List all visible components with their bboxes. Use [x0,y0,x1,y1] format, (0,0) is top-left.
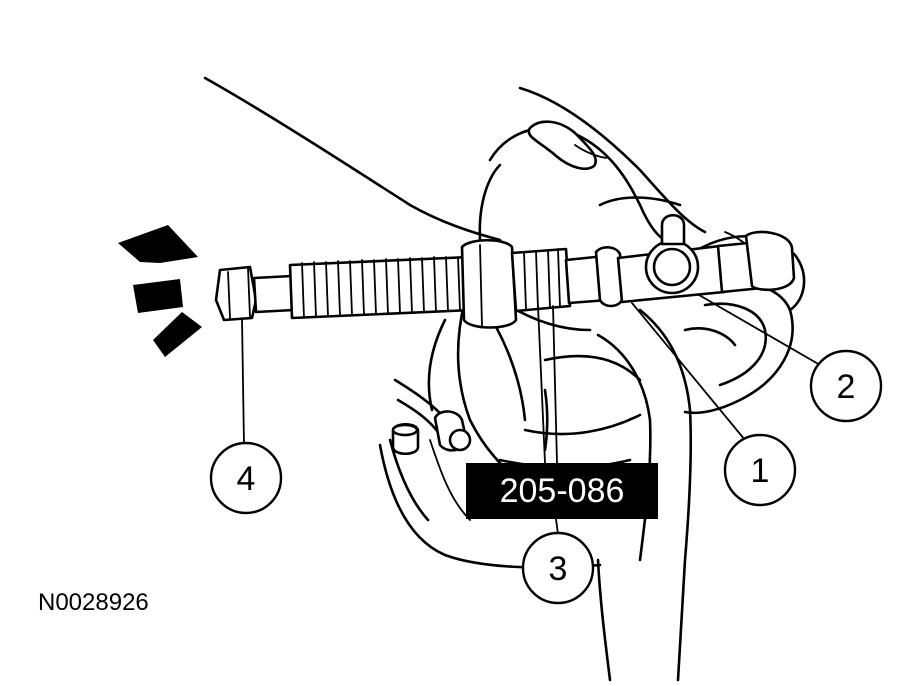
lower-mount [378,378,612,682]
callout-4: 4 [209,441,283,515]
svg-text:4: 4 [237,460,256,498]
callout-1: 1 [723,433,797,507]
svg-text:2: 2 [837,368,856,406]
puller-screw [214,213,796,329]
figure-id: N0028926 [38,589,149,616]
tool-number-text: 205-086 [500,472,625,510]
leader-lines [241,294,821,535]
spindle-body [427,298,693,682]
svg-text:3: 3 [549,550,568,588]
screw-threads [301,256,461,319]
axle-shaft-outline [203,76,502,242]
knuckle-housing [478,86,707,244]
rotation-arrows-icon [118,225,202,357]
callout-3: 3 [521,531,595,605]
callout-2: 2 [809,349,883,423]
svg-text:1: 1 [751,452,770,490]
tool-number-label: 205-086 [466,463,658,519]
